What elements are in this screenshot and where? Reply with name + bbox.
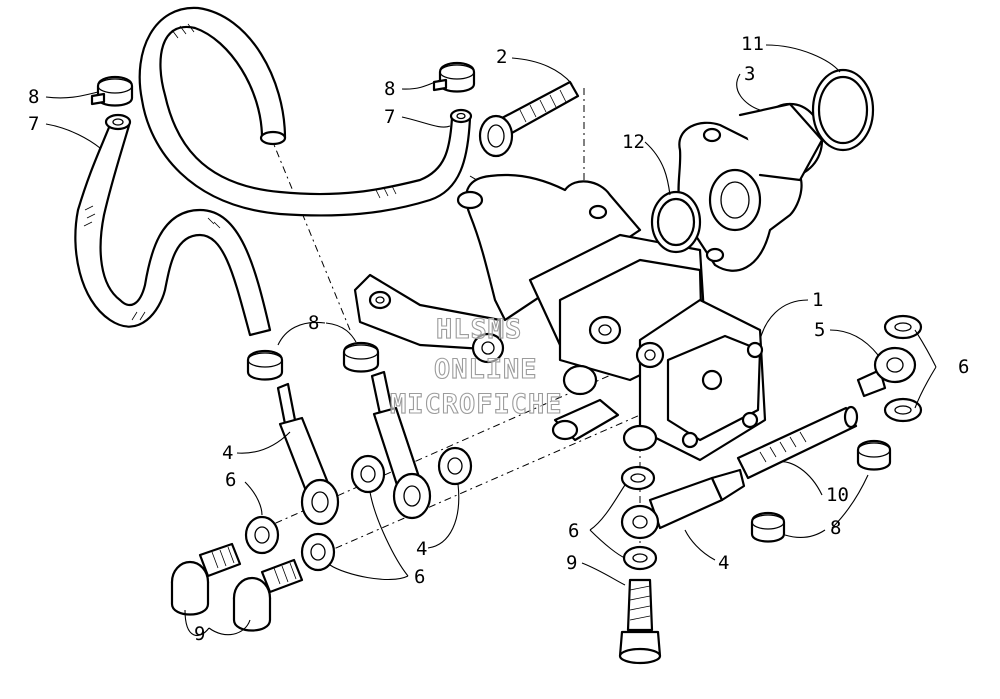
watermark: HLSMS ONLINE MICROFICHE: [389, 313, 563, 420]
banjo-fitting-left: [276, 382, 340, 526]
mounting-bolt: [478, 80, 580, 158]
hose-sleeve: [736, 405, 859, 480]
banjo-bolt-left: [170, 542, 242, 616]
oil-pump-body: [528, 233, 767, 462]
callout-9-left: 9: [194, 623, 205, 645]
callout-8-topleft: 8: [28, 86, 39, 108]
callout-12: 12: [622, 131, 645, 153]
callout-8-mid: 8: [308, 312, 319, 334]
hose-top: [138, 6, 473, 217]
mounting-bracket: [456, 173, 642, 322]
banjo-fitting-5: [856, 346, 917, 398]
hose-clamp-top: [432, 61, 476, 93]
callout-4-mid: 4: [416, 538, 427, 560]
callout-4-left: 4: [222, 442, 233, 464]
hose-clamp-right: [856, 439, 892, 471]
leader-lines: [45, 44, 937, 637]
callout-labels: 8 7 2 8 7 11 3 12 1 5 6 8 4 6 9 4 6 10 6…: [28, 33, 969, 645]
callout-4-right: 4: [718, 552, 729, 574]
callout-5: 5: [814, 319, 825, 341]
watermark-line-1: HLSMS: [436, 314, 522, 345]
hose-left: [74, 113, 272, 337]
callout-1: 1: [812, 289, 823, 311]
pump-cover-flange: [677, 102, 824, 272]
callout-7-top: 7: [384, 106, 395, 128]
o-ring-large: [811, 68, 875, 152]
callout-6-center: 6: [568, 520, 579, 542]
hose-clamp-topleft: [90, 75, 134, 107]
watermark-line-2: ONLINE: [434, 354, 538, 385]
callout-6-left: 6: [225, 469, 236, 491]
banjo-bolt-bottom: [618, 578, 662, 665]
callout-2: 2: [496, 46, 507, 68]
callout-8-top: 8: [384, 78, 395, 100]
hose-clamp-mid-left: [246, 349, 284, 381]
callout-8-right: 8: [830, 517, 841, 539]
callout-10: 10: [826, 484, 849, 506]
banjo-fitting-right: [620, 468, 746, 540]
banjo-bolt-mid: [232, 558, 304, 632]
hose-clamp-bottom-right: [750, 511, 786, 543]
callout-6-right: 6: [958, 356, 969, 378]
watermark-line-3: MICROFICHE: [390, 389, 563, 420]
callout-3: 3: [744, 63, 755, 85]
callout-6-bottom: 6: [414, 566, 425, 588]
callout-7-topleft: 7: [28, 113, 39, 135]
banjo-fitting-mid: [370, 370, 432, 520]
hose-clamp-mid-right: [342, 341, 380, 373]
o-ring-small: [650, 190, 702, 254]
callout-9-center: 9: [566, 552, 577, 574]
control-lever: [353, 273, 505, 364]
washers: [244, 314, 923, 572]
callout-11: 11: [741, 33, 764, 55]
